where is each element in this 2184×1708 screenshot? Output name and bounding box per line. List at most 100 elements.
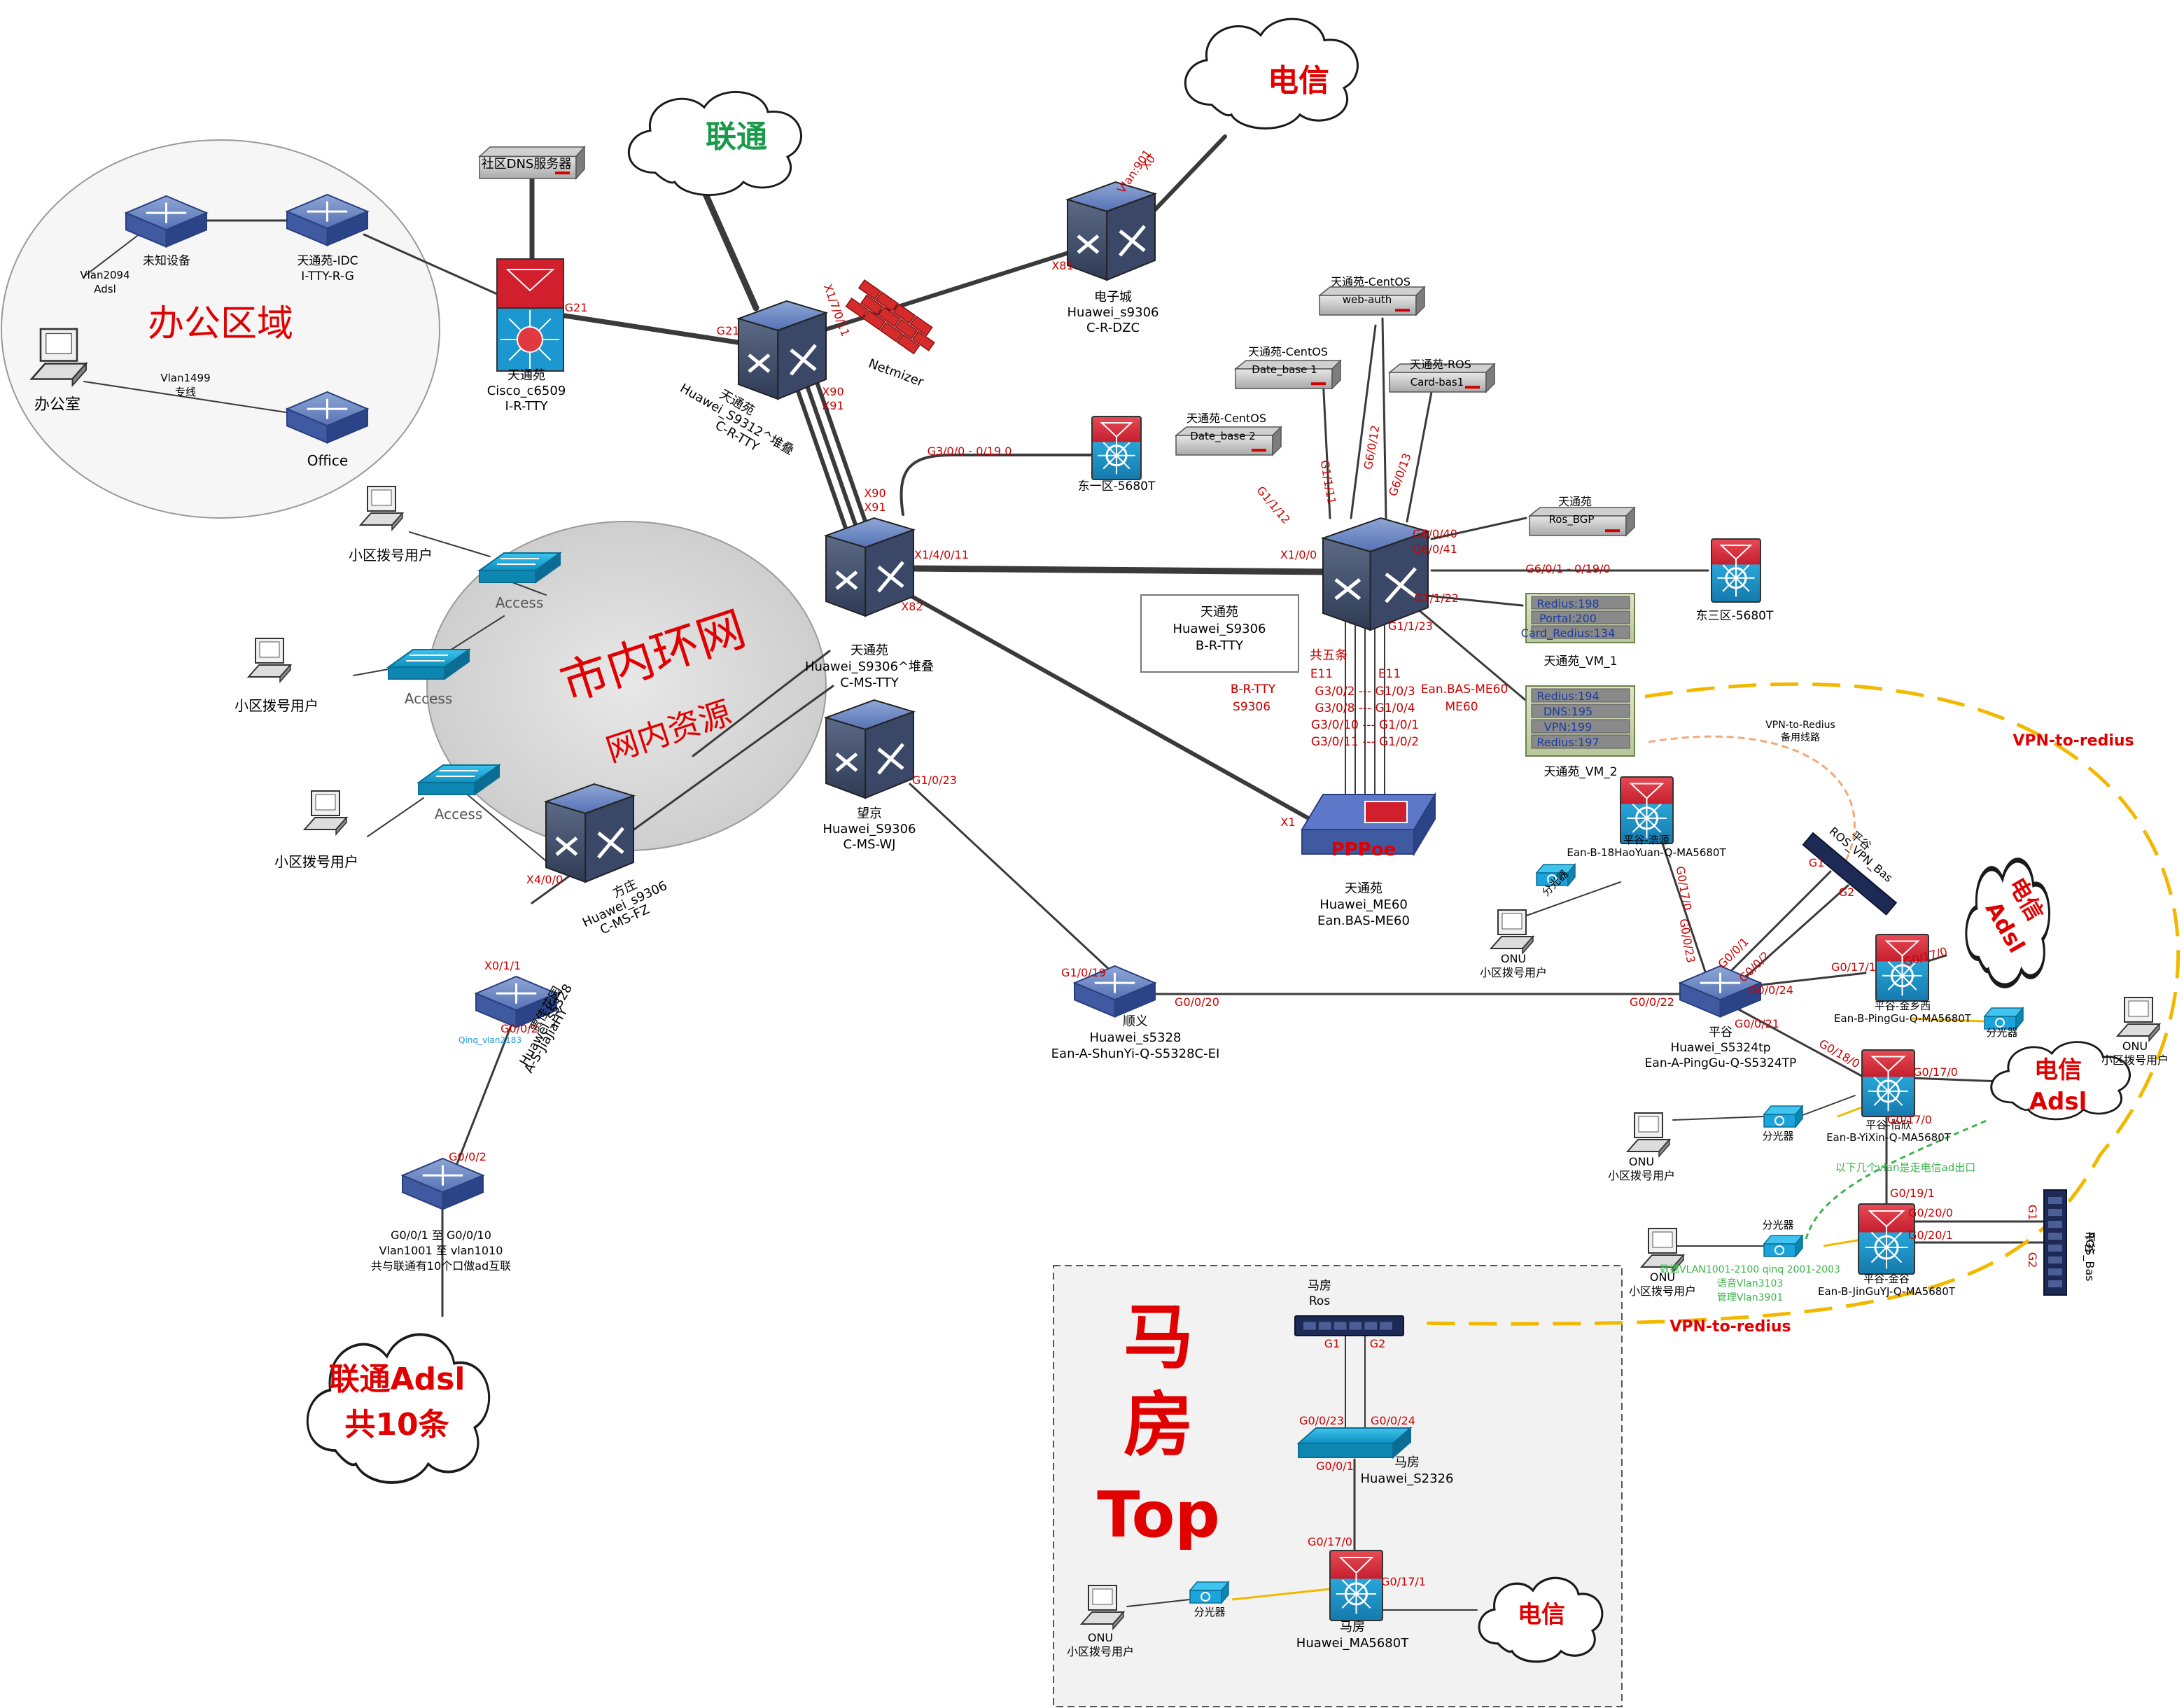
dial-user-pc-2 (246, 638, 293, 683)
devices: Redius:198Portal:200Card_Redius:134Rediu… (29, 146, 2162, 1630)
onu-pc-4 (1639, 1228, 1686, 1273)
server-web-auth (1317, 286, 1426, 316)
pinggu-label-line-0: 平谷 (1709, 1026, 1732, 1040)
access-label-2: Access (405, 690, 452, 707)
ros-bgp-name: Ros_BGP (1549, 513, 1595, 526)
vm2-entry-line-2: VPN:199 (1544, 720, 1592, 734)
splitter-label-yixin: 分光器 (1762, 1130, 1793, 1142)
port-x1-0-0: X1/0/0 (1280, 548, 1317, 561)
ros-vpn-bas-icon (1802, 832, 1898, 916)
vm2-entry-line-1: DNS:195 (1544, 705, 1592, 718)
unicom-adsl-port-note-line-2: 共与联通有10个口做ad互联 (371, 1259, 511, 1273)
port-g6-0-13: G6/0/13 (1386, 451, 1414, 498)
port-g0-0-2-c: G0/0/2 (449, 1150, 486, 1163)
netmizer-label: Netmizer (867, 356, 926, 390)
me60-label-line-2: Ean.BAS-ME60 (1317, 913, 1410, 928)
port-mf-g0-0-23: G0/0/23 (1299, 1414, 1344, 1427)
haoyuan-label-line-0: 平谷-浩源 (1623, 834, 1669, 846)
five-bundles-label: 共五条 (1310, 648, 1348, 663)
mafang-ma5680t-label-line-0: 马房 (1340, 1620, 1365, 1634)
splitter-label-jingu: 分光器 (1762, 1219, 1793, 1231)
pinggu-label-line-2: Ean-A-PingGu-Q-S5324TP (1645, 1056, 1797, 1070)
unicom-cloud-label: 联通 (706, 119, 767, 155)
port-x1-4-0-11: X1/4/0/11 (914, 548, 969, 561)
port-g1-b: G1 (2026, 1205, 2039, 1221)
port-x81: X81 (1051, 259, 1073, 272)
splitter-mafang (1189, 1580, 1230, 1605)
vpn-backup-label-line-1: 备用线路 (1781, 732, 1820, 743)
shunyi-label-line-1: Huawei_s5328 (1090, 1030, 1182, 1045)
me60-label-line-0: 天通苑 (1345, 881, 1382, 896)
port-x1: X1 (1280, 816, 1295, 829)
data-vlan-note-line-2: 管理Vlan3901 (1717, 1292, 1784, 1303)
switch-pinggu (1678, 965, 1763, 1018)
dial-user-label-2: 小区拨号用户 (234, 697, 318, 714)
port-g0-20-0: G0/20/0 (1908, 1206, 1953, 1219)
core-fangzhuang-icon (543, 783, 636, 883)
ros-bas-label-line-0: 平谷 (2083, 1231, 2096, 1254)
unicom-cloud (627, 91, 802, 196)
port-mf-g0-17-1: G0/17/1 (1381, 1575, 1426, 1588)
onu-label-2: ONU (2122, 1040, 2148, 1053)
mafang-title-1: 马 (1124, 1296, 1194, 1378)
splitter-jinxiangxi (1983, 1006, 2024, 1031)
date-base2-caption: 天通苑-CentOS (1186, 412, 1266, 425)
idc-label-line-0: 天通苑-IDC (297, 254, 358, 268)
port-g1-1-12: G1/1/12 (1254, 484, 1293, 526)
switch-idc (285, 193, 370, 246)
c6509-label-line-0: 天通苑 (507, 368, 545, 383)
mafang-ros-label-line-0: 马房 (1308, 1279, 1331, 1293)
onu-label-3: ONU (1629, 1155, 1654, 1168)
port-g0-18-0: G0/18/0 (1816, 1037, 1862, 1070)
onu-label-1: ONU (1501, 952, 1526, 965)
server-date-base2 (1174, 426, 1282, 456)
netmizer-firewall-icon (845, 279, 935, 355)
cisco-c6509-icon (496, 258, 564, 372)
port-x91-a: X91 (822, 399, 844, 412)
telecom-adsl-cloud-2 (1990, 1041, 2131, 1121)
splitter-jingu (1763, 1233, 1804, 1259)
ros-bgp-caption: 天通苑 (1558, 495, 1592, 508)
mafang-ros-icon (1294, 1315, 1404, 1336)
mafang-ros-label-line-1: Ros (1309, 1294, 1330, 1308)
dns-server-icon (478, 146, 586, 180)
ros-bas-icon (2043, 1189, 2067, 1296)
telecom-mafang-label: 电信 (1518, 1601, 1565, 1629)
dns-server-label: 社区DNS服务器 (482, 157, 572, 172)
port-x82: X82 (901, 600, 923, 613)
onu-user-label-2: 小区拨号用户 (2101, 1054, 2169, 1067)
onu-user-label-3: 小区拨号用户 (1608, 1169, 1675, 1182)
mafang-ma5680t-label-line-1: Huawei_MA5680T (1296, 1636, 1409, 1651)
splitter-label-mafang: 分光器 (1194, 1606, 1225, 1618)
mafang-s2326-label-line-0: 马房 (1394, 1455, 1420, 1470)
telecom-cloud (1184, 18, 1359, 130)
telecom-vlan-path (1805, 1119, 1989, 1240)
olt-east3-icon (1711, 538, 1761, 603)
port-x0-1-1: X0/1/1 (484, 959, 521, 972)
olt-jinxiangxi-icon (1875, 934, 1929, 1002)
vm1-entry-line-1: Portal:200 (1539, 612, 1597, 625)
east1-label: 东一区-5680T (1078, 479, 1156, 493)
port-g6-0-12: G6/0/12 (1362, 424, 1382, 470)
card-bas-caption: 天通苑-ROS (1410, 358, 1471, 371)
dzc-label-line-2: C-R-DZC (1086, 321, 1140, 335)
port-mf-g0-17-0: G0/17/0 (1308, 1535, 1352, 1548)
wangjing-label-line-1: Huawei_S9306 (822, 822, 916, 836)
btty-label-line-0: 天通苑 (1200, 605, 1238, 620)
dzc-label-line-0: 电子城 (1094, 290, 1132, 304)
web-auth-caption: 天通苑-CentOS (1331, 275, 1410, 288)
onu-label-mafang: ONU (1088, 1631, 1113, 1644)
telecom-adsl-cloud-1 (1965, 858, 2050, 988)
me60-pppoe-icon (1301, 792, 1436, 857)
port-pair-line-2: G3/0/10 --- G1/0/1 (1311, 718, 1419, 732)
core-wangjing-icon (823, 699, 916, 799)
telecom-adsl2-line1: 电信 (2034, 1056, 2082, 1084)
telecom-vlan-note: 以下几个vlan是走电信ad出口 (1835, 1161, 1975, 1174)
port-g1-0-19: G1/0/19 (1061, 966, 1106, 979)
olt-jingu-icon (1858, 1203, 1915, 1275)
telecom-adsl2-line2: Adsl (2029, 1088, 2087, 1116)
card-bas-name: Card-bas1 (1410, 376, 1464, 388)
port-x90-a: X90 (822, 385, 844, 398)
